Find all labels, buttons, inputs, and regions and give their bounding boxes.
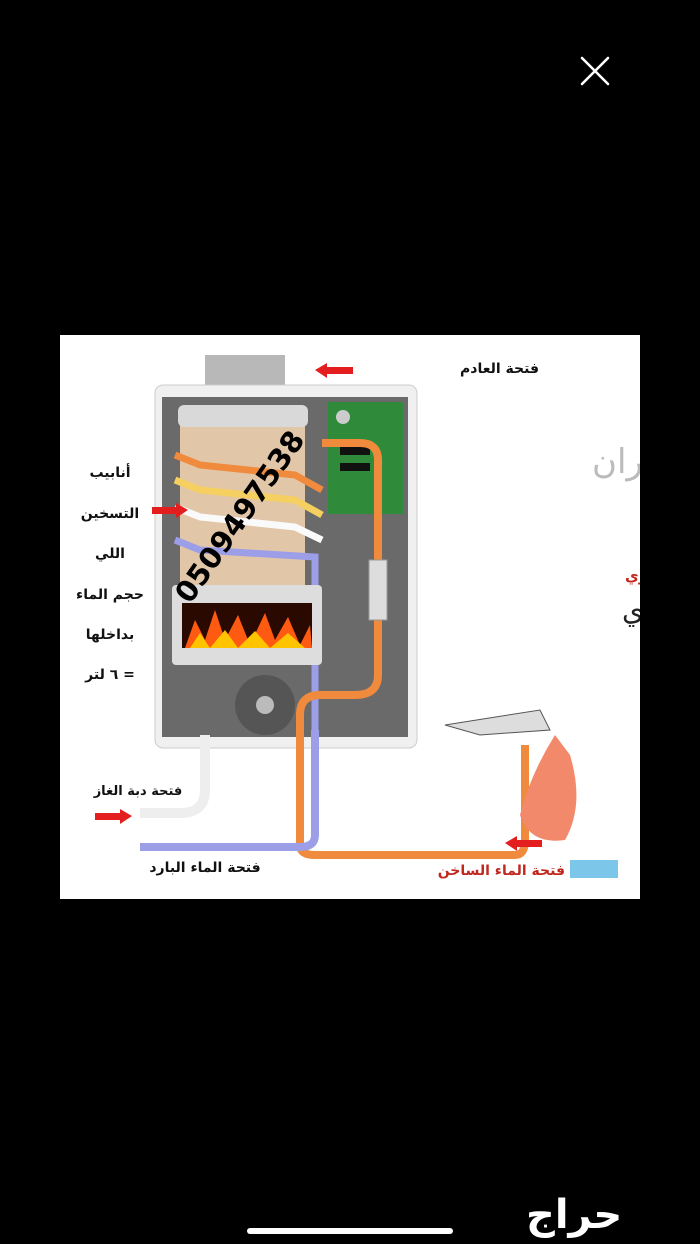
title-red: فكرة عمل السخان الغازي [625, 567, 640, 586]
heat-exchanger [180, 420, 305, 590]
hot-water-label: فتحة الماء الساخن [438, 863, 565, 879]
note-line: حجم الماء [76, 587, 144, 603]
brand-logo: حراج [526, 1192, 623, 1238]
gas-inlet-label: فتحة دبة الغاز [93, 784, 183, 799]
water-heater-diagram-image: فتحة العادم أنابيب التسخين اللي حجم الما… [60, 335, 640, 899]
note-line: التسخين [81, 506, 139, 522]
exhaust-label: فتحة العادم [460, 361, 539, 377]
close-icon[interactable] [576, 52, 614, 90]
home-indicator[interactable] [247, 1228, 453, 1234]
faucet [444, 709, 551, 736]
hot-water-flame [520, 735, 577, 841]
note-line: أنابيب [89, 463, 130, 481]
note-line: بداخلها [86, 627, 134, 643]
title-black: السخان الغازي [622, 594, 640, 627]
heating-pipes-note: أنابيب التسخين اللي حجم الماء بداخلها = … [76, 463, 144, 683]
source-badge [570, 860, 618, 878]
arrow-icon [95, 363, 542, 851]
cold-water-label: فتحة الماء البارد [149, 860, 260, 876]
note-line: = ٦ لتر [84, 667, 135, 683]
brand-watermark: عسران [592, 442, 640, 482]
note-line: اللي [95, 546, 125, 562]
